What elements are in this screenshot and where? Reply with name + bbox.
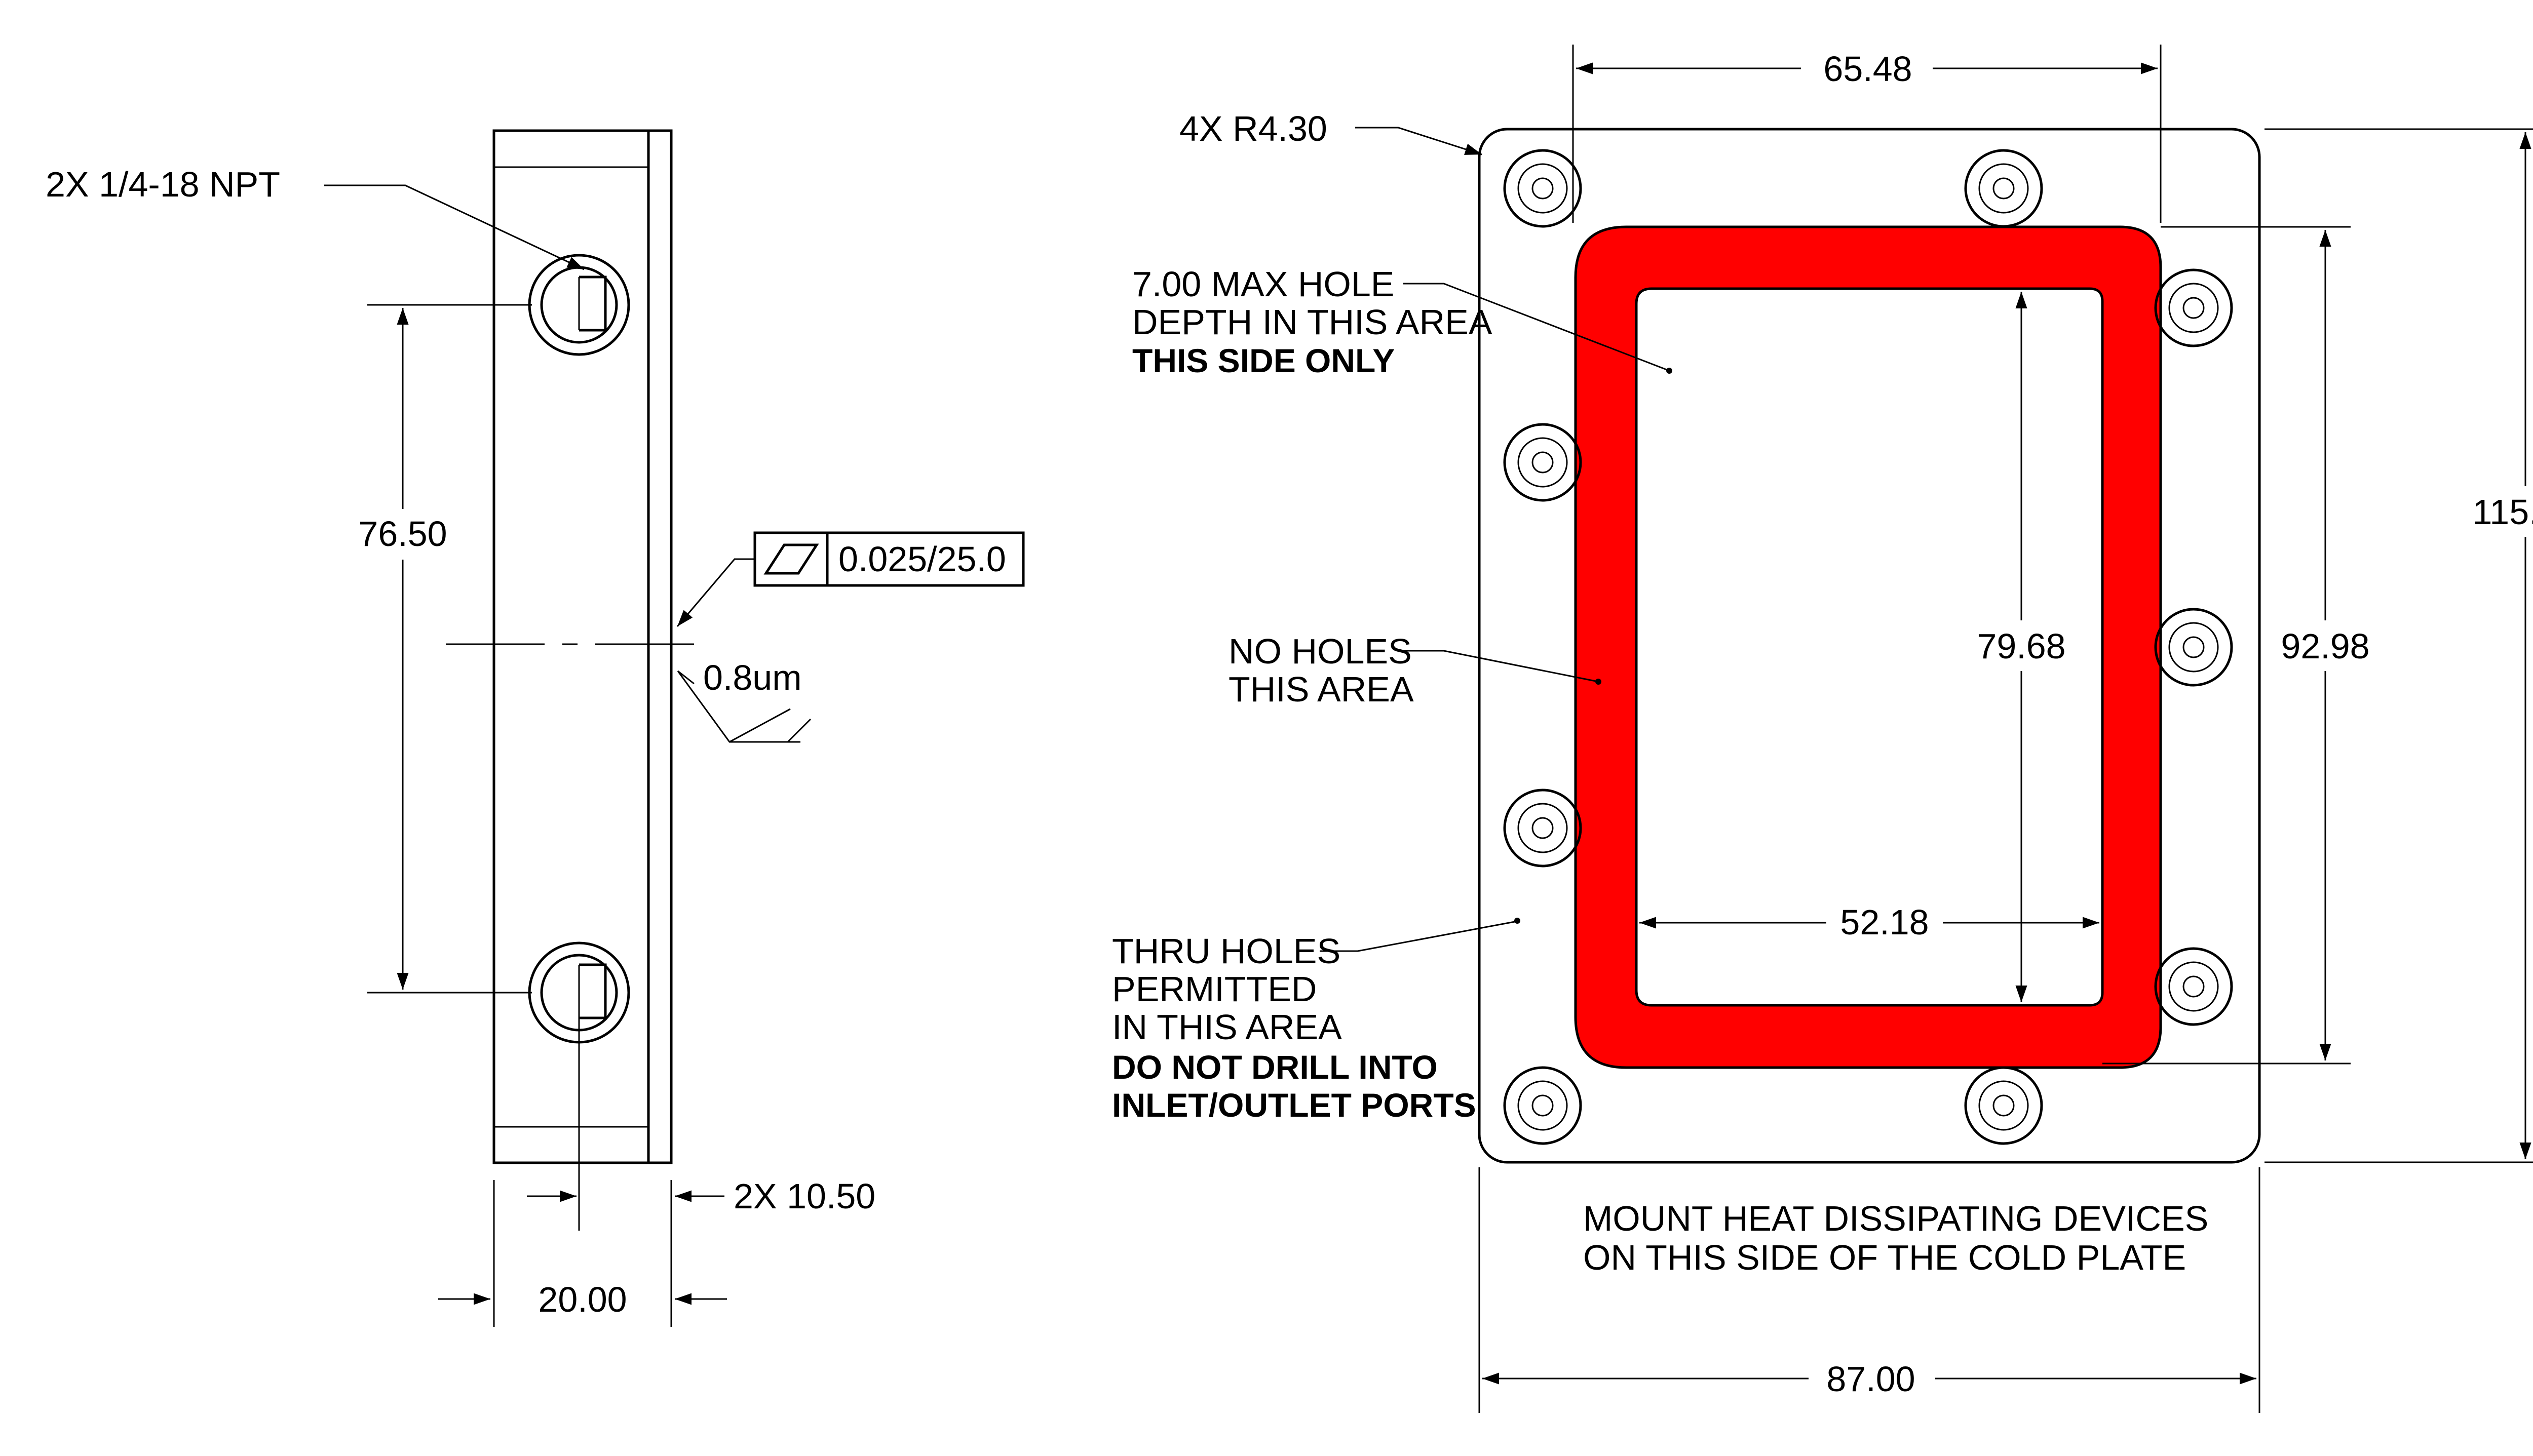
inner-width-value: 52.18 — [1840, 902, 1929, 942]
flatness-symbol-icon — [763, 543, 819, 575]
mounting-hole — [2154, 608, 2233, 687]
mounting-hole — [1503, 149, 1582, 228]
mounting-hole — [1503, 1066, 1582, 1145]
corner-radius-callout: 4X R4.30 — [1179, 109, 1327, 148]
plate-outline — [1478, 128, 2261, 1164]
side-view: 2X 1/4-18 NPT 76.50 0.025/25.0 0.8um — [46, 129, 1025, 1327]
svg-text:PERMITTED: PERMITTED — [1112, 969, 1317, 1009]
flatness-value: 0.025/25.0 — [838, 539, 1006, 579]
mounting-holes — [1503, 149, 2233, 1145]
top-span-value: 65.48 — [1823, 49, 1912, 89]
svg-text:THRU HOLES: THRU HOLES — [1112, 931, 1340, 971]
overall-width-value: 87.00 — [1826, 1359, 1915, 1399]
mounting-hole — [1503, 423, 1582, 502]
port-offset-value: 2X 10.50 — [734, 1176, 875, 1216]
mounting-hole — [2154, 268, 2233, 347]
svg-text:INLET/OUTLET PORTS: INLET/OUTLET PORTS — [1112, 1086, 1476, 1124]
svg-text:IN THIS AREA: IN THIS AREA — [1112, 1007, 1342, 1047]
port-spacing-value: 76.50 — [358, 514, 447, 554]
thru-holes-note: THRU HOLES PERMITTED IN THIS AREA DO NOT… — [1112, 918, 1520, 1124]
svg-text:THIS SIDE ONLY: THIS SIDE ONLY — [1132, 342, 1395, 379]
mounting-hole — [1503, 789, 1582, 868]
svg-text:THIS AREA: THIS AREA — [1229, 670, 1414, 709]
mounting-hole — [1964, 149, 2043, 228]
hole-depth-note: 7.00 MAX HOLE DEPTH IN THIS AREA THIS SI… — [1132, 264, 1672, 379]
mounting-hole — [1964, 1066, 2043, 1145]
svg-text:MOUNT HEAT DISSIPATING DEVICES: MOUNT HEAT DISSIPATING DEVICES — [1583, 1199, 2208, 1238]
hole-column-height-value: 92.98 — [2281, 626, 2369, 666]
npt-callout: 2X 1/4-18 NPT — [46, 165, 280, 204]
svg-text:DO NOT DRILL INTO: DO NOT DRILL INTO — [1112, 1048, 1438, 1086]
no-holes-note: NO HOLES THIS AREA — [1229, 632, 1601, 709]
svg-text:DEPTH IN THIS AREA: DEPTH IN THIS AREA — [1132, 302, 1492, 342]
surface-finish-symbol: 0.8um — [677, 658, 812, 743]
no-hole-zone — [1574, 225, 2162, 1069]
thickness-value: 20.00 — [538, 1280, 627, 1319]
surface-finish-value: 0.8um — [703, 658, 802, 697]
svg-text:7.00 MAX HOLE: 7.00 MAX HOLE — [1132, 264, 1394, 304]
flatness-control-frame: 0.025/25.0 — [676, 531, 1025, 627]
side-view-body — [492, 129, 673, 1164]
inlet-port — [528, 254, 630, 356]
inner-height-value: 79.68 — [1977, 626, 2065, 666]
mounting-hole — [2154, 947, 2233, 1026]
svg-text:ON THIS SIDE OF THE COLD PLATE: ON THIS SIDE OF THE COLD PLATE — [1583, 1238, 2186, 1277]
overall-height-value: 115.00 — [2473, 492, 2533, 532]
mounting-side-note: MOUNT HEAT DISSIPATING DEVICES ON THIS S… — [1583, 1199, 2208, 1277]
front-view: 4X R4.30 65.48 115.00 92.98 79.68 52.18 — [1112, 45, 2533, 1413]
svg-text:NO HOLES: NO HOLES — [1229, 632, 1412, 671]
